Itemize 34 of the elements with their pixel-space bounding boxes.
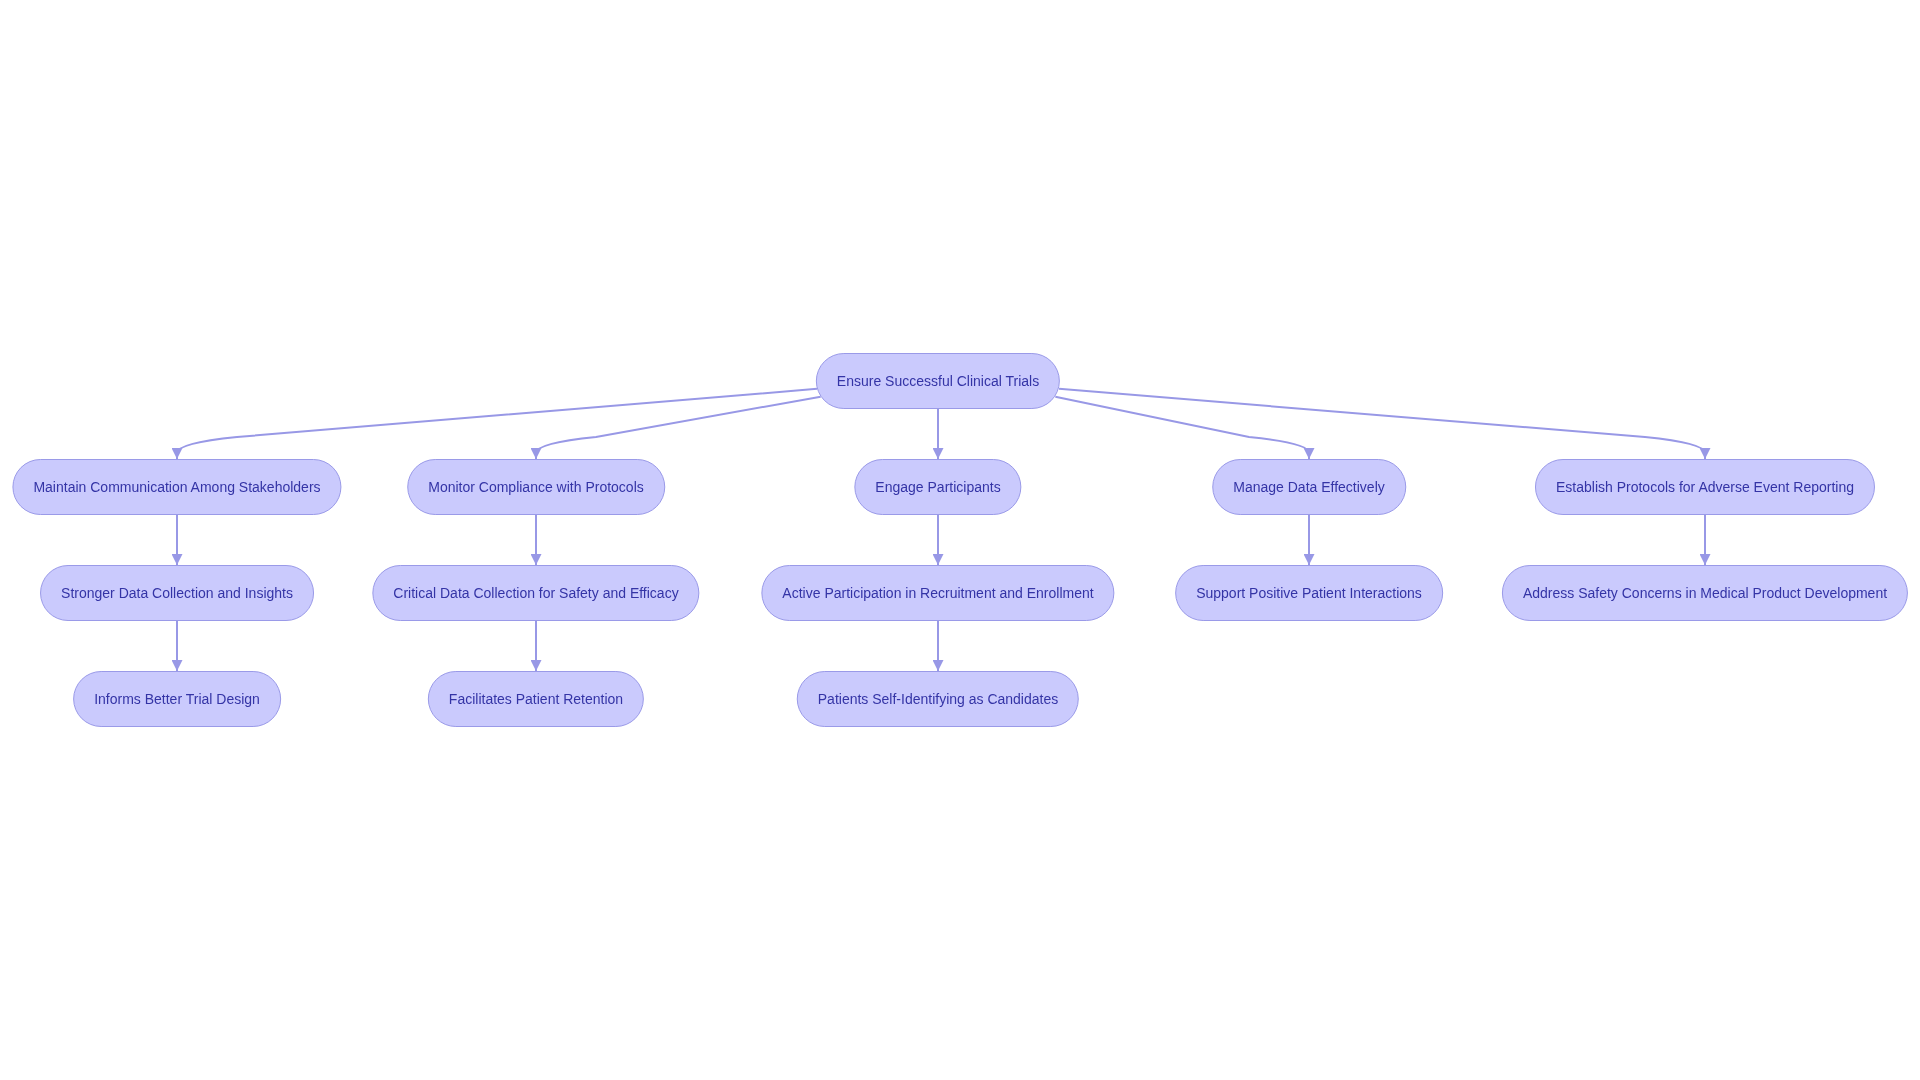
rounded-pill-node [1175, 565, 1443, 621]
arrow [1303, 514, 1315, 566]
arrow [171, 514, 183, 566]
rounded-pill-node [73, 671, 281, 727]
arrow [530, 395, 822, 460]
node-label: Stronger Data Collection and Insights [61, 584, 293, 603]
node-label: Manage Data Effectively [1233, 478, 1385, 497]
arrow [1054, 395, 1315, 460]
rounded-pill-node [407, 459, 665, 515]
arrow [1058, 387, 1711, 460]
arrow [932, 514, 944, 566]
arrow [171, 387, 818, 460]
arrow [530, 514, 542, 566]
node-label: Engage Participants [875, 478, 1001, 497]
rounded-pill-node [1535, 459, 1875, 515]
node-label: Monitor Compliance with Protocols [428, 478, 644, 497]
rounded-pill-node [40, 565, 314, 621]
arrow [1699, 514, 1711, 566]
node-label: Ensure Successful Clinical Trials [836, 372, 1040, 391]
arrow [171, 620, 183, 672]
arrow [932, 408, 944, 460]
node-label: Patients Self-Identifying as Candidates [817, 690, 1059, 709]
node-label: Establish Protocols for Adverse Event Reporting [1556, 478, 1854, 497]
node-label: Maintain Communication Among Stakeholders [33, 478, 321, 497]
arrow [932, 620, 944, 672]
rounded-pill-node [815, 353, 1061, 409]
node-label: Informs Better Trial Design [94, 690, 260, 709]
node-label: Critical Data Collection for Safety and Efficacy [393, 584, 679, 603]
node-label: Active Participation in Recruitment and Enrollment [782, 584, 1094, 603]
arrow [530, 620, 542, 672]
rounded-pill-node [1212, 459, 1406, 515]
node-label: Facilitates Patient Retention [448, 690, 624, 709]
node-label: Support Positive Patient Interactions [1196, 584, 1422, 603]
node-label: Address Safety Concerns in Medical Product Development [1522, 584, 1888, 603]
